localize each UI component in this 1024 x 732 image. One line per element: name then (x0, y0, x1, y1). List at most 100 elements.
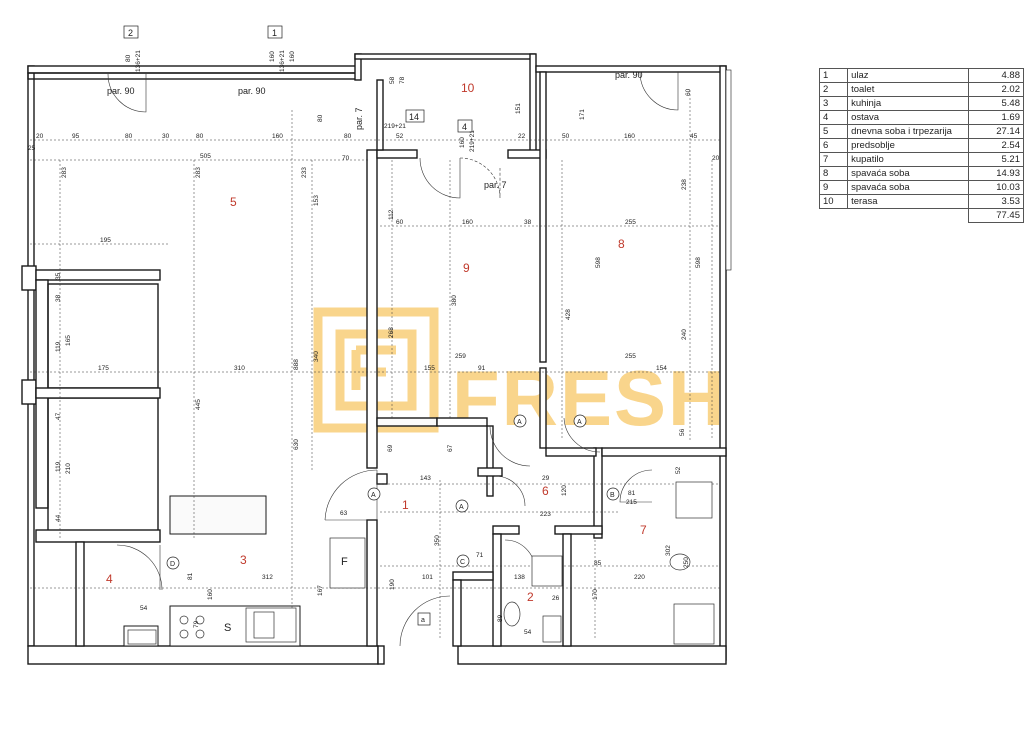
dim: 80 (125, 54, 132, 62)
dim: 89 (497, 614, 504, 622)
dim: 340 (313, 351, 320, 362)
dim: 195 (100, 237, 111, 244)
legend-cell-area: 27.14 (968, 124, 1024, 139)
dim: 302 (665, 545, 672, 556)
dim: 56 (679, 428, 686, 436)
dim: 54 (140, 605, 148, 612)
dim: 255 (625, 219, 636, 226)
legend-cell-name: dnevna soba i trpezarija (847, 124, 970, 139)
dim: 80 (344, 133, 352, 140)
inner-walls (35, 71, 727, 647)
door-label: par. 90 (615, 70, 643, 80)
dim: 220 (634, 574, 645, 581)
dim: 38 (55, 294, 62, 302)
dim: 54 (524, 629, 532, 636)
dim: 215 (626, 499, 637, 506)
stove-burner (195, 629, 205, 639)
dim: 119 (55, 461, 62, 472)
dim: 120 (561, 485, 568, 496)
dim: 52 (675, 466, 682, 474)
dim: 60 (685, 88, 692, 96)
dim: 210 (65, 463, 72, 474)
stove-unit (127, 629, 157, 645)
legend-cell-name: kuhinja (847, 96, 970, 111)
legend-cell-area: 10.03 (968, 180, 1024, 195)
dim: 45 (690, 133, 698, 140)
dim: 219+21 (384, 123, 406, 130)
dim: 112 (388, 209, 395, 220)
bath-toilet (669, 553, 691, 571)
legend-cell-no: 8 (818, 166, 849, 181)
dim: 428 (565, 309, 572, 320)
dim: 91 (478, 365, 486, 372)
dim: 85 (594, 560, 602, 567)
dimension-values: 95 80 30 80 160 505 80 52 50 171 160 45 … (28, 50, 720, 636)
legend-cell-name: ostava (847, 110, 970, 125)
legend-cell-name: ulaz (847, 68, 970, 83)
stove-burner (179, 615, 189, 625)
door-marker-a: A (577, 419, 582, 426)
door-label: par. 7 (354, 107, 364, 130)
dim: 81 (187, 572, 194, 580)
legend-cell-area: 3.53 (968, 194, 1024, 209)
legend-cell-no: 5 (818, 124, 849, 139)
toilet-bowl (503, 601, 521, 627)
shower-tray (673, 603, 715, 645)
legend-cell-no: 4 (818, 110, 849, 125)
dim: 20 (712, 155, 720, 162)
dim: 219+21 (469, 130, 476, 152)
dim: 380 (451, 295, 458, 306)
legend-total-row: 77.45 (820, 208, 1024, 223)
dim: 160 (207, 589, 214, 600)
door-marker-d: D (170, 561, 175, 568)
room-number-9: 9 (463, 261, 470, 275)
dim: 445 (195, 399, 202, 410)
legend-empty (848, 209, 969, 223)
dim: 80 (125, 133, 133, 140)
dim: 67 (447, 444, 454, 452)
dim: 80 (196, 133, 204, 140)
dim: 283 (61, 167, 68, 178)
toilet-cabinet (542, 615, 562, 643)
legend-cell-name: spavaća soba (847, 166, 970, 181)
legend-cell-name: spavaća soba (847, 180, 970, 195)
dim: 95 (72, 133, 80, 140)
dim: 81 (628, 490, 636, 497)
stove-burner (195, 615, 205, 625)
window-markers: 2 1 14 4 (123, 25, 473, 133)
door-markers: A A A A B C D a (166, 414, 620, 626)
fixtures (127, 481, 715, 645)
dim: 71 (476, 552, 484, 559)
dim: 312 (262, 574, 273, 581)
dim: 170 (592, 589, 599, 600)
dim: 25 (28, 145, 36, 152)
dim: 167 (317, 585, 324, 596)
dim: 80 (317, 114, 324, 122)
dim: 143 (420, 475, 431, 482)
legend-cell-area: 1.69 (968, 110, 1024, 125)
dim: 283 (195, 167, 202, 178)
dim: 136+21 (279, 50, 286, 72)
room-number-8: 8 (618, 237, 625, 251)
dim: 79 (193, 620, 200, 628)
legend-cell-name: predsoblje (847, 138, 970, 153)
annotations: par. 90 par. 90 par. 90 par. 7 par. 7 S … (107, 70, 643, 634)
dim: 60 (396, 219, 404, 226)
dim: 598 (595, 257, 602, 268)
door-marker-b: B (610, 492, 615, 499)
room-number-7: 7 (640, 523, 647, 537)
sink-label: S (224, 622, 231, 634)
dim: 26 (552, 595, 560, 602)
dim: 38 (524, 219, 532, 226)
legend-cell-no: 7 (818, 152, 849, 167)
legend-cell-area: 5.48 (968, 96, 1024, 111)
dim: 238 (681, 179, 688, 190)
dim: 255 (625, 353, 636, 360)
dim: 175 (98, 365, 109, 372)
